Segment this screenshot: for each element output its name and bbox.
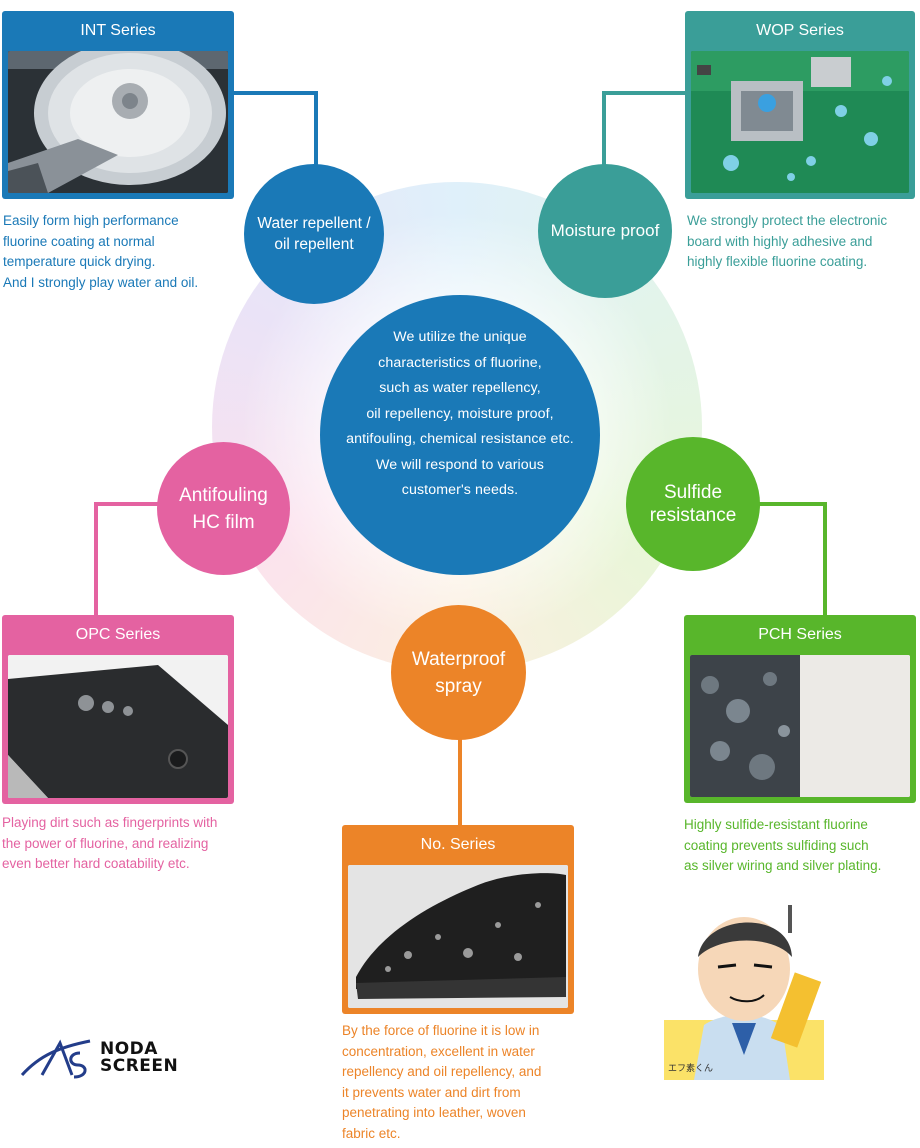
- center-line: We will respond to various: [376, 456, 544, 473]
- desc-line: coating prevents sulfiding such: [684, 837, 869, 853]
- center-line: antifouling, chemical resistance etc.: [346, 431, 574, 447]
- silver-plating-comparison-photo: [690, 655, 910, 797]
- desc-line: We strongly protect the electronic: [687, 213, 888, 228]
- feature-label: Antifouling: [179, 484, 268, 506]
- center-message: We utilize the unique characteristics of…: [320, 295, 600, 575]
- feature-label: oil repellent: [274, 236, 354, 253]
- no-series-card[interactable]: No. Series: [342, 825, 574, 1014]
- feature-antifouling-hc-film: Antifouling HC film: [157, 442, 290, 575]
- center-line: characteristics of fluorine,: [378, 354, 542, 371]
- hard-disk-photo: [8, 51, 228, 193]
- desc-line: highly flexible fluorine coating.: [687, 254, 868, 269]
- feature-sulfide-resistance: Sulfide resistance: [626, 437, 760, 571]
- feature-label: Water repellent /: [257, 215, 371, 232]
- mascot-caption: エフ素くん: [668, 1064, 714, 1074]
- card-title: OPC Series: [75, 626, 161, 643]
- desc-line: fluorine coating at normal: [3, 233, 155, 249]
- card-title: WOP Series: [756, 22, 844, 39]
- int-series-card[interactable]: INT Series: [2, 11, 234, 199]
- leather-shoe-photo: [348, 865, 568, 1008]
- noda-screen-logo: NODA SCREEN: [20, 1035, 220, 1083]
- card-title: No. Series: [420, 836, 496, 853]
- desc-line: board with highly adhesive and: [687, 233, 873, 249]
- desc-line: temperature quick drying.: [3, 254, 156, 269]
- pch-series-card[interactable]: PCH Series: [684, 615, 916, 803]
- feature-label: Moisture proof: [550, 221, 660, 240]
- feature-waterproof-spray: Waterproof spray: [391, 605, 526, 740]
- connector-opc: [94, 502, 170, 615]
- connector-int: [234, 91, 318, 175]
- feature-water-oil-repellent: Water repellent / oil repellent: [244, 164, 384, 304]
- noda-screen-emblem-icon: [20, 1039, 91, 1079]
- int-series-description: Easily form high performance fluorine co…: [3, 211, 198, 293]
- logo-line: NODA: [100, 1039, 158, 1059]
- pch-series-description: Highly sulfide-resistant fluorine coatin…: [684, 815, 881, 877]
- connector-wop: [602, 91, 685, 175]
- desc-line: the power of fluorine, and realizing: [2, 835, 209, 851]
- desc-line: Easily form high performance: [3, 213, 179, 228]
- logo-line: SCREEN: [100, 1056, 179, 1076]
- desc-line: repellency and oil repellency, and: [342, 1064, 542, 1079]
- feature-label: Waterproof: [411, 648, 506, 670]
- feature-label: Sulfide: [663, 482, 723, 503]
- desc-line: And I strongly play water and oil.: [3, 274, 199, 290]
- card-title: PCH Series: [758, 626, 842, 643]
- feature-label: resistance: [649, 505, 737, 526]
- center-line: oil repellency, moisture proof,: [366, 405, 554, 422]
- circuit-board-photo: [691, 51, 909, 193]
- desc-line: concentration, excellent in water: [342, 1043, 535, 1059]
- connector-pch: [740, 502, 827, 615]
- wop-series-description: We strongly protect the electronic board…: [687, 211, 887, 273]
- desc-line: even better hard coatability etc.: [2, 856, 190, 871]
- smartphone-photo: [8, 655, 228, 798]
- desc-line: By the force of fluorine it is low in: [342, 1023, 540, 1038]
- opc-series-description: Playing dirt such as fingerprints with t…: [2, 813, 217, 875]
- center-line: customer's needs.: [401, 482, 519, 498]
- feature-label: spray: [435, 675, 482, 697]
- no-series-description: By the force of fluorine it is low in co…: [342, 1021, 541, 1144]
- desc-line: Playing dirt such as fingerprints with: [2, 815, 218, 830]
- center-line: such as water repellency,: [379, 380, 541, 396]
- desc-line: penetrating into leather, woven: [342, 1105, 526, 1120]
- desc-line: fabric etc.: [342, 1125, 401, 1141]
- opc-series-card[interactable]: OPC Series: [2, 615, 234, 804]
- feature-moisture-proof: Moisture proof: [538, 164, 672, 298]
- center-line: We utilize the unique: [393, 329, 527, 345]
- desc-line: it prevents water and dirt from: [342, 1084, 521, 1100]
- desc-line: Highly sulfide-resistant fluorine: [684, 817, 868, 832]
- wop-series-card[interactable]: WOP Series: [685, 11, 915, 199]
- card-title: INT Series: [80, 22, 156, 39]
- mascot-illustration: エフ素くん: [664, 905, 824, 1080]
- desc-line: as silver wiring and silver plating.: [684, 858, 882, 873]
- feature-label: HC film: [192, 511, 255, 533]
